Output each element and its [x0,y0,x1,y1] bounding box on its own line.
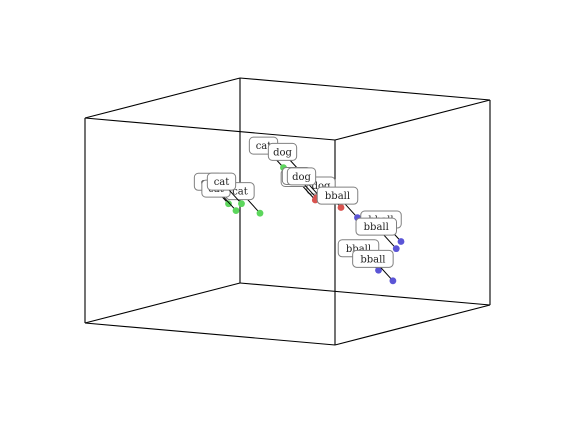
label-box [206,172,237,191]
label-box [355,217,397,236]
point-label: cat [214,177,230,188]
point-label: bball [325,191,350,202]
box-edge-6 [84,77,241,119]
point-label: bball [346,244,371,255]
label-box [316,186,359,205]
data-point-2-4: bball [352,249,397,285]
point-marker [232,207,240,214]
box-edge-5 [334,304,491,346]
data-point-2-3: bball [355,217,400,253]
data-point-0-4: cat [206,172,245,208]
point-label: cat [232,187,248,198]
point-marker [389,277,397,285]
point-label: cat [256,141,272,152]
box-edge-2 [239,77,491,101]
point-label: bball [364,222,389,233]
axes-box [84,77,491,346]
point-marker [392,245,400,253]
label-box [267,142,298,161]
box-edge-7 [334,99,491,141]
box-edge-4 [84,282,241,324]
label-box [286,167,317,186]
data-point-2-0: bball [316,186,361,222]
point-marker [337,204,345,211]
point-label: dog [292,172,311,183]
box-edge-3 [84,117,336,141]
point-marker [375,266,382,274]
point-label: dog [273,147,292,158]
point-marker [397,238,405,245]
box-edge-1 [84,322,336,346]
point-label: dog [312,181,331,192]
box-edge-0 [239,282,491,306]
point-label: bball [360,254,385,265]
point-marker [225,200,232,208]
point-marker [256,209,264,217]
data-marks: catcatcatcatcatdogdogdogdogdogbballbball… [193,136,405,285]
point-marker [238,200,245,208]
label-box [352,249,394,268]
